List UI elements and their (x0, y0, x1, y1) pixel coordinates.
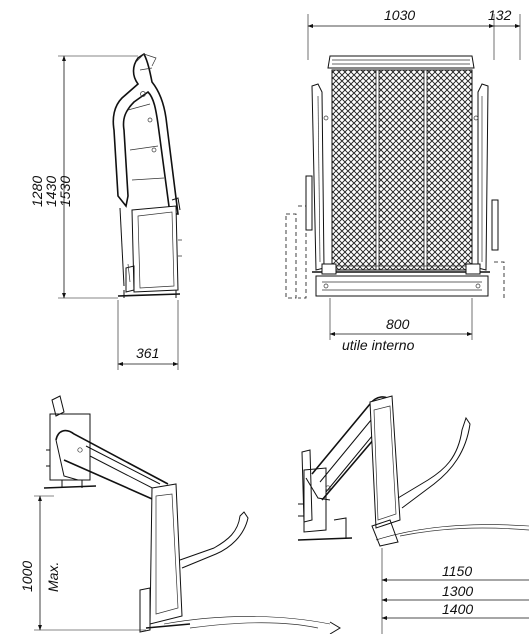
overall-width-label: 1030 (384, 7, 415, 23)
height-dimension: 1280 1430 1530 (29, 55, 138, 299)
lowered-view-platform (369, 395, 529, 547)
platform-mesh (331, 69, 473, 271)
depth-label: 361 (136, 345, 159, 361)
raised-view-arms (55, 429, 169, 507)
internal-width-caption: utile interno (342, 337, 415, 353)
front-view-base (312, 263, 490, 297)
raised-height-dimension: 1000 Max. (19, 495, 146, 631)
side-view-mast (112, 52, 179, 287)
reach-dimensions: 1150 1300 1400 (381, 548, 529, 634)
front-view-arms (305, 83, 499, 271)
side-view: 1280 1430 1530 361 (29, 52, 182, 370)
raised-view-column (43, 395, 97, 489)
top-bar (327, 55, 475, 69)
raised-height-note: Max. (45, 562, 61, 592)
raised-height-label: 1000 (19, 561, 35, 592)
depth-dimension: 361 (117, 300, 179, 370)
height-1280-label: 1280 (29, 176, 45, 207)
side-width-label: 132 (488, 7, 512, 23)
lowered-view: 1150 1300 1400 (297, 395, 529, 634)
side-view-platform-box (117, 197, 182, 298)
height-1530-label: 1530 (57, 176, 73, 207)
reach-1150-label: 1150 (442, 563, 472, 579)
internal-width-dimension: 800 utile interno (329, 298, 473, 353)
reach-1400-label: 1400 (442, 601, 473, 617)
raised-view-platform (139, 483, 341, 634)
front-view-hidden-lines (285, 205, 505, 299)
internal-width-label: 800 (386, 316, 410, 332)
lowered-view-column (297, 449, 353, 541)
reach-1300-label: 1300 (442, 583, 473, 599)
height-1430-label: 1430 (43, 176, 59, 207)
front-view: 1030 132 (285, 7, 521, 353)
raised-view: 1000 Max. (19, 395, 341, 634)
overall-width-dimension: 1030 132 (307, 7, 521, 60)
